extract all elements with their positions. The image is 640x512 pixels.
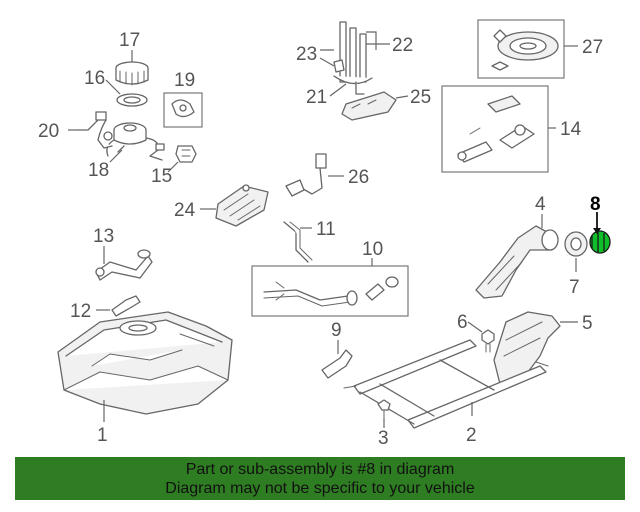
part-26-sensor (285, 153, 327, 197)
callout-25: 25 (410, 87, 431, 108)
part-15-connector (175, 145, 197, 163)
part-27-box (477, 19, 565, 79)
part-1-fuel-tank (57, 311, 233, 415)
part-14-pump-parts (457, 95, 535, 163)
part-4-filler-neck (475, 225, 559, 299)
part-18-fuel-sender (106, 122, 165, 161)
callout-13: 13 (93, 226, 114, 247)
callout-15: 15 (151, 166, 172, 187)
info-banner: Part or sub-assembly is #8 in diagram Di… (15, 457, 625, 500)
part-25-bracket (341, 91, 397, 121)
part-16-gasket (116, 93, 148, 107)
callout-11: 11 (316, 219, 336, 240)
part-17-cap (115, 61, 149, 86)
callout-19: 19 (174, 70, 195, 91)
part-3-bolt (377, 399, 391, 419)
callout-12: 12 (70, 301, 91, 322)
callout-22: 22 (392, 35, 413, 56)
callout-1: 1 (97, 425, 108, 446)
callout-3: 3 (378, 428, 389, 449)
part-6-bolt (481, 329, 495, 353)
callout-2: 2 (466, 425, 477, 446)
part-19-clip (171, 99, 195, 118)
callout-23: 23 (296, 44, 317, 65)
callout-18: 18 (88, 160, 109, 181)
callout-8[interactable]: 8 (590, 194, 601, 215)
callout-7: 7 (569, 277, 580, 298)
part-11-hose (283, 221, 313, 263)
parts-diagram: 17 16 19 18 20 15 (38, 19, 611, 449)
callout-14: 14 (560, 119, 582, 140)
callout-9: 9 (331, 320, 342, 341)
callout-21: 21 (306, 87, 327, 108)
part-8-highlighted-cap[interactable] (589, 230, 611, 254)
part-9-hose (321, 349, 353, 379)
callout-6: 6 (457, 312, 468, 333)
part-22-pipe-assembly (333, 21, 373, 95)
banner-line-2: Diagram may not be specific to your vehi… (165, 479, 475, 497)
callout-10: 10 (362, 239, 383, 260)
part-24-canister (215, 184, 269, 227)
part-19-box (163, 92, 203, 128)
banner-line-1: Part or sub-assembly is #8 in diagram (185, 460, 455, 478)
callout-20: 20 (38, 121, 59, 142)
callout-17: 17 (119, 30, 140, 51)
part-10-fuel-lines (263, 276, 399, 307)
part-13-filler-pipe (95, 249, 153, 281)
callout-27: 27 (582, 37, 603, 58)
callout-24: 24 (174, 200, 196, 221)
callout-4: 4 (535, 194, 546, 215)
part-20-harness (77, 111, 113, 149)
part-2-strap-frame (343, 339, 549, 429)
callout-16: 16 (84, 68, 105, 89)
callout-26: 26 (348, 167, 369, 188)
part-27-cover-plate (491, 29, 559, 71)
callout-5: 5 (582, 313, 593, 334)
part-10-box (251, 265, 409, 317)
part-7-flange (564, 231, 588, 257)
part-12-hose (111, 295, 141, 317)
part-14-box (441, 85, 549, 173)
